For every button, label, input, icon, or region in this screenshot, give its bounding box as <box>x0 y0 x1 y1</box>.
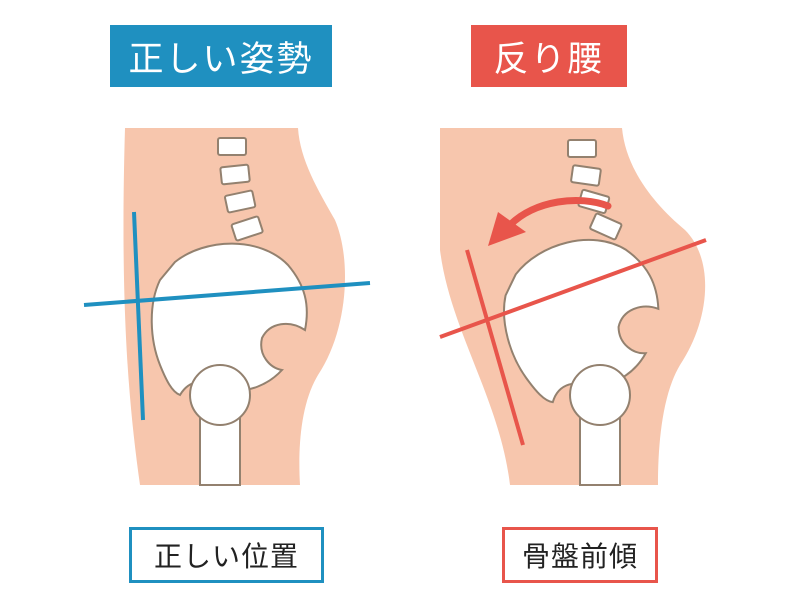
correct-position-caption: 正しい位置 <box>129 527 324 583</box>
anterior-tilt-caption-text: 骨盤前傾 <box>521 540 638 573</box>
correct-posture-title-text: 正しい姿勢 <box>128 39 314 80</box>
swayback-title: 反り腰 <box>471 25 627 87</box>
correct-pelvis-illustration <box>83 128 371 486</box>
swayback-panel: 反り腰 骨盤前傾 <box>400 0 800 600</box>
swayback-title-text: 反り腰 <box>493 39 605 80</box>
tilted-vertical-line <box>465 249 525 446</box>
rotation-arrowhead <box>488 212 526 246</box>
correct-posture-title: 正しい姿勢 <box>110 25 332 87</box>
femur-bone <box>189 364 251 486</box>
femur-bone <box>569 364 631 486</box>
correct-posture-panel: 正しい姿勢 正しい位置 <box>83 25 371 583</box>
vertical-pelvis-line <box>132 211 145 421</box>
spine-vertebrae <box>217 137 264 242</box>
anterior-tilt-caption: 骨盤前傾 <box>502 527 658 583</box>
pelvis-bone <box>150 242 308 397</box>
rotation-arrow <box>506 197 612 229</box>
correct-position-caption-text: 正しい位置 <box>153 540 299 573</box>
spine-vertebrae <box>567 139 623 241</box>
tilted-pelvis-illustration <box>439 128 707 486</box>
horizontal-pelvis-line <box>83 281 371 307</box>
tilted-pelvis-line <box>439 238 707 339</box>
pelvis-bone <box>503 238 660 404</box>
